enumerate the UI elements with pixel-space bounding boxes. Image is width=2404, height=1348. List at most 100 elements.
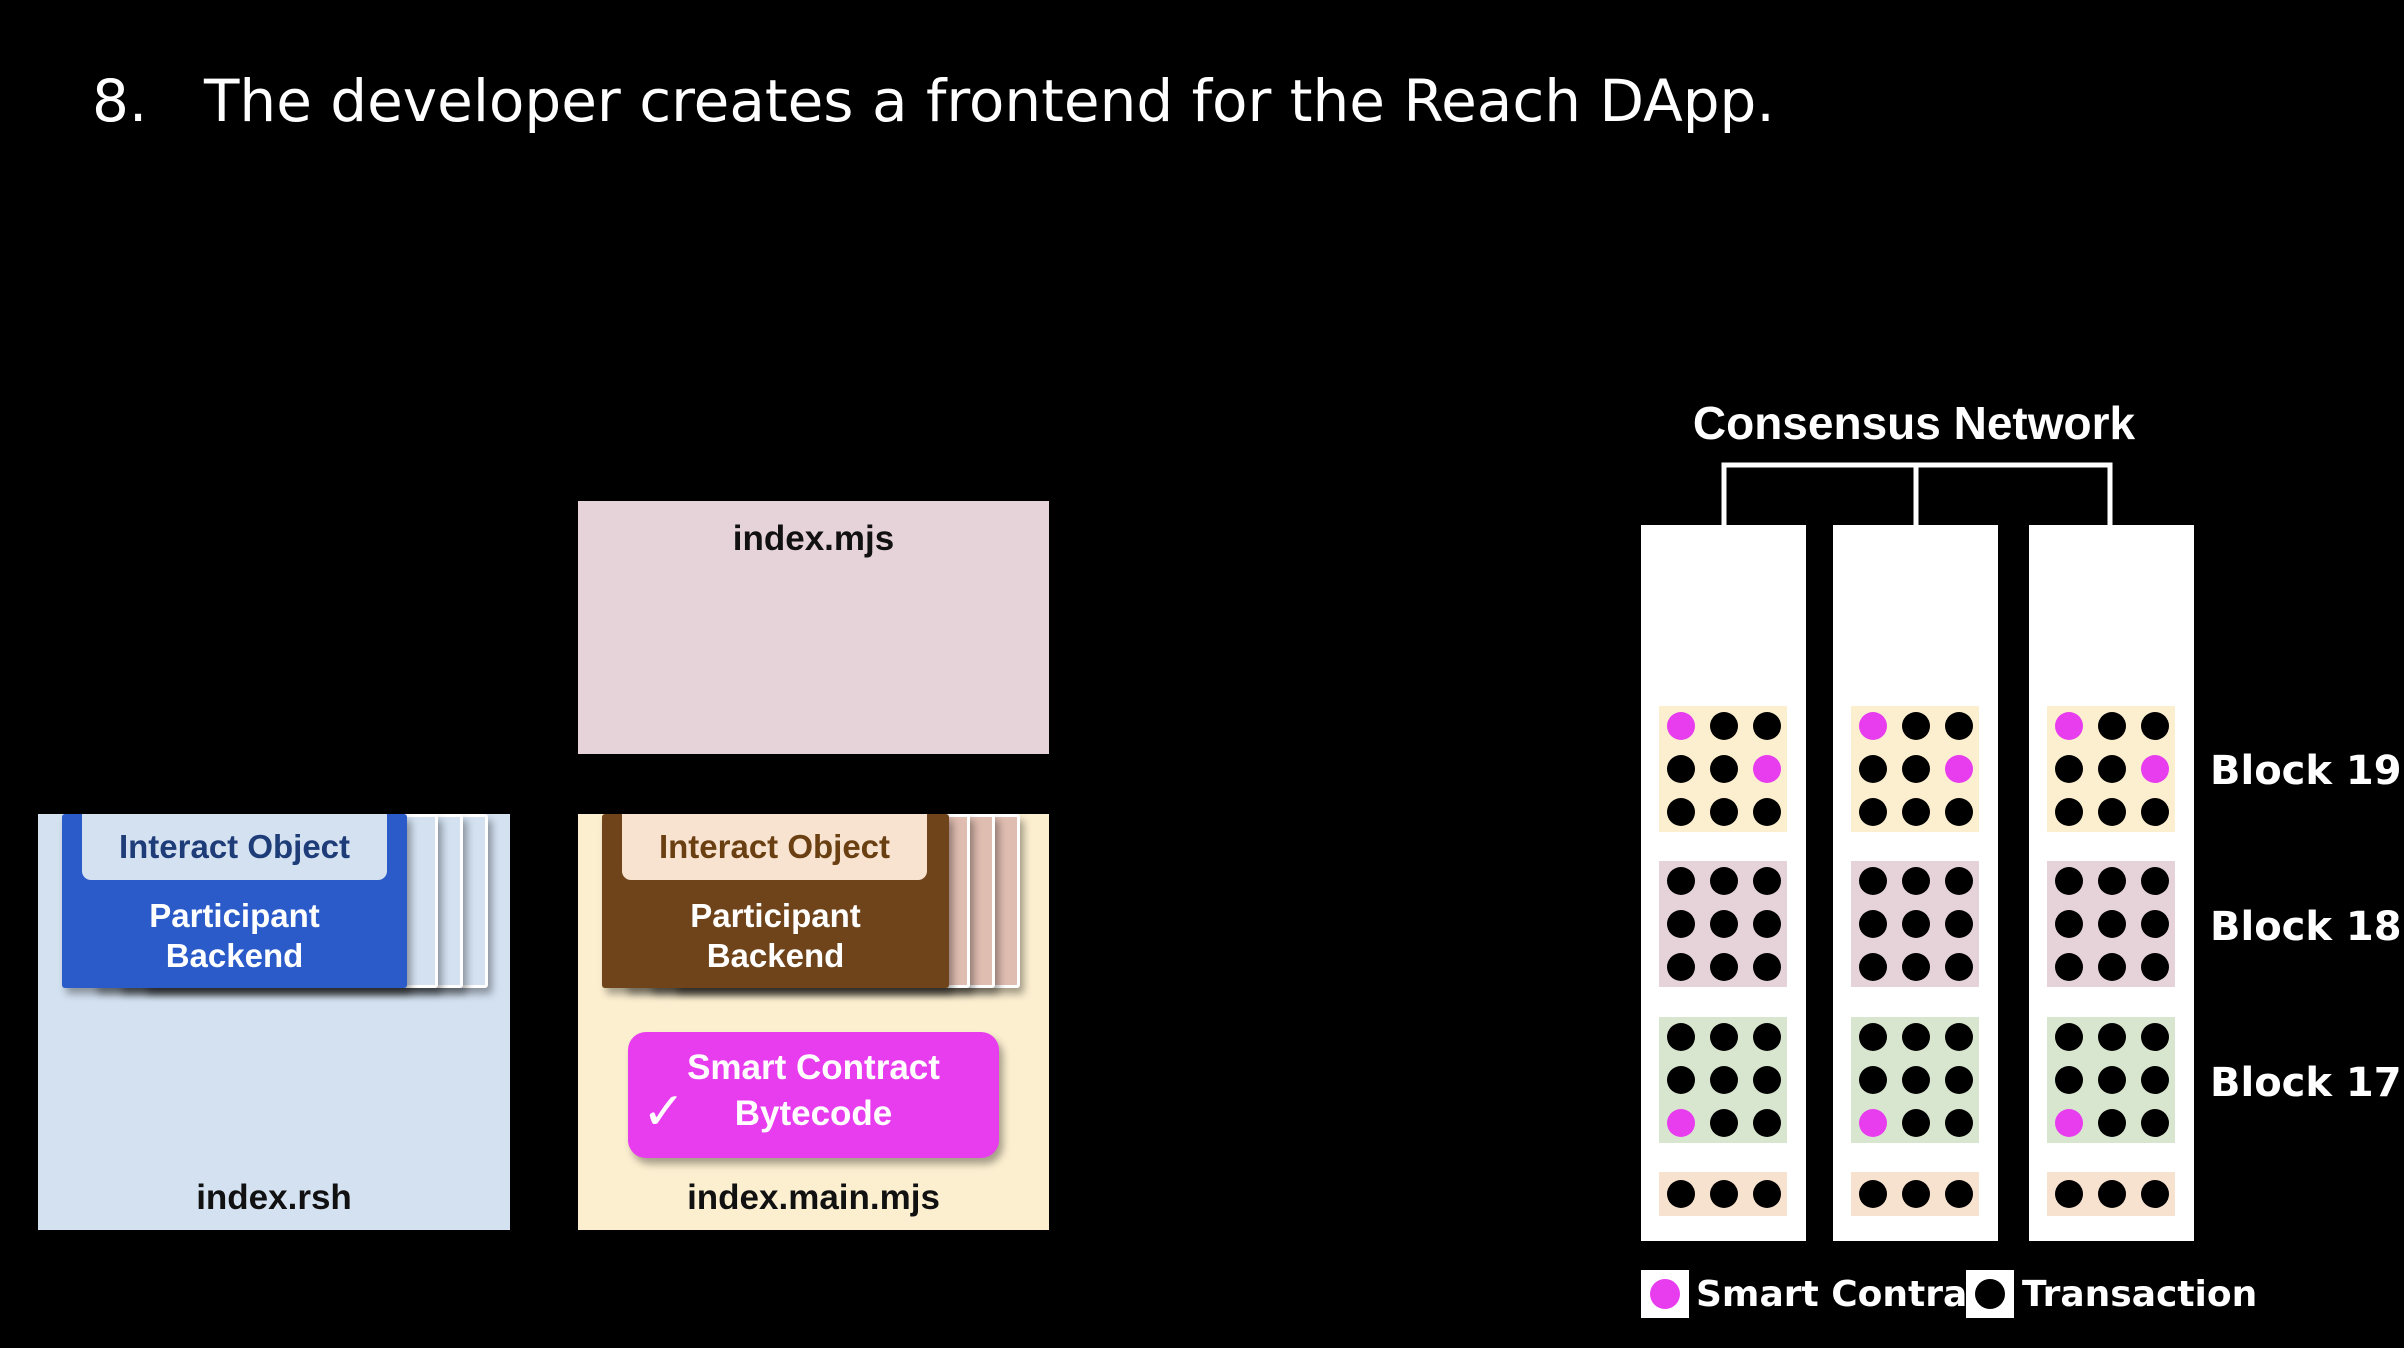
network-connector (1721, 462, 2113, 527)
participant-backend-line1-main: Participant (690, 897, 861, 934)
transaction-dot (2055, 867, 2083, 895)
slide-title: 8.The developer creates a frontend for t… (92, 72, 1775, 130)
transaction-dot (2098, 712, 2126, 740)
transaction-dot (1859, 798, 1887, 826)
transaction-dot (1945, 867, 1973, 895)
smart-contract-dot (1753, 755, 1781, 783)
transaction-dot (1902, 712, 1930, 740)
smart-contract-dot (1667, 1109, 1695, 1137)
smart-contract-dot (1859, 1109, 1887, 1137)
transaction-dot (1945, 798, 1973, 826)
interact-object-tab-rsh: Interact Object (82, 814, 387, 880)
legend-transaction-swatch (1966, 1270, 2014, 1318)
transaction-dot (2055, 1066, 2083, 1094)
transaction-dot (2098, 953, 2126, 981)
transaction-dot (1859, 1066, 1887, 1094)
smart-contract-dot (1945, 755, 1973, 783)
transaction-dot (1945, 910, 1973, 938)
transaction-dot (2055, 1180, 2083, 1208)
file-index-mjs: index.mjs (578, 501, 1049, 754)
transaction-dot (1753, 712, 1781, 740)
block-label-block-17: Block 17 (2210, 1060, 2402, 1106)
transaction-dot (1667, 798, 1695, 826)
file-label-index-rsh: index.rsh (196, 1178, 352, 1217)
smart-contract-dot (1859, 712, 1887, 740)
transaction-dot (1902, 953, 1930, 981)
transaction-dot (2141, 798, 2169, 826)
smart-contract-bytecode: Smart Contract Bytecode ✓ (628, 1032, 999, 1158)
transaction-dot (1902, 910, 1930, 938)
step-number: 8. (92, 67, 148, 135)
transaction-dot (1859, 867, 1887, 895)
transaction-dot (1667, 867, 1695, 895)
transaction-dot (1667, 1066, 1695, 1094)
transaction-dot (1753, 867, 1781, 895)
transaction-dot (2098, 1066, 2126, 1094)
file-label-index-main-mjs: index.main.mjs (687, 1178, 940, 1217)
transaction-dot (1667, 953, 1695, 981)
smart-contract-dot-icon (1650, 1279, 1680, 1309)
transaction-dot (2141, 1109, 2169, 1137)
check-icon: ✓ (642, 1082, 686, 1142)
transaction-dot (1902, 1109, 1930, 1137)
participant-backend-line1-rsh: Participant (149, 897, 320, 934)
transaction-dot (1945, 712, 1973, 740)
transaction-dot (1753, 953, 1781, 981)
transaction-dot (1902, 867, 1930, 895)
transaction-dot (2141, 1180, 2169, 1208)
smart-contract-dot (2055, 1109, 2083, 1137)
transaction-dot (1710, 1180, 1738, 1208)
transaction-dot (1902, 1023, 1930, 1051)
transaction-dot (1710, 910, 1738, 938)
transaction-dot-icon (1975, 1279, 2005, 1309)
transaction-dot (1710, 712, 1738, 740)
transaction-dot (2055, 798, 2083, 826)
transaction-dot (2055, 1023, 2083, 1051)
transaction-dot (1945, 1023, 1973, 1051)
transaction-dot (1710, 1023, 1738, 1051)
transaction-dot (1753, 1109, 1781, 1137)
transaction-dot (1945, 953, 1973, 981)
transaction-dot (1710, 1109, 1738, 1137)
smart-contract-line1: Smart Contract (687, 1048, 940, 1087)
participant-backend-line2-rsh: Backend (165, 937, 304, 974)
transaction-dot (1710, 755, 1738, 783)
transaction-dot (2055, 910, 2083, 938)
transaction-dot (1753, 798, 1781, 826)
transaction-dot (2098, 798, 2126, 826)
transaction-dot (2141, 1023, 2169, 1051)
transaction-dot (1859, 755, 1887, 783)
transaction-dot (2055, 953, 2083, 981)
transaction-dot (1667, 910, 1695, 938)
transaction-dot (1859, 1023, 1887, 1051)
transaction-dot (2141, 910, 2169, 938)
block-label-block-19: Block 19 (2210, 748, 2402, 794)
transaction-dot (1710, 1066, 1738, 1094)
legend-smart-contract-swatch (1641, 1270, 1689, 1318)
participant-backend-line2-main: Backend (706, 937, 845, 974)
transaction-dot (2098, 910, 2126, 938)
transaction-dot (2098, 867, 2126, 895)
file-index-rsh: Interact Object Participant Backend inde… (38, 814, 510, 1230)
transaction-dot (1710, 867, 1738, 895)
transaction-dot (1710, 953, 1738, 981)
interact-object-tab-main: Interact Object (622, 814, 927, 880)
transaction-dot (1902, 1180, 1930, 1208)
block-label-block-18: Block 18 (2210, 904, 2402, 950)
smart-contract-dot (2055, 712, 2083, 740)
transaction-dot (2141, 953, 2169, 981)
legend-smart-contract-label: Smart Contract (1696, 1274, 2006, 1315)
transaction-dot (2141, 1066, 2169, 1094)
transaction-dot (1753, 910, 1781, 938)
transaction-dot (2098, 1109, 2126, 1137)
transaction-dot (1902, 798, 1930, 826)
transaction-dot (1710, 798, 1738, 826)
transaction-dot (1859, 910, 1887, 938)
transaction-dot (1667, 1180, 1695, 1208)
step-title: The developer creates a frontend for the… (204, 67, 1775, 135)
transaction-dot (1902, 1066, 1930, 1094)
transaction-dot (2141, 712, 2169, 740)
transaction-dot (1753, 1180, 1781, 1208)
transaction-dot (2098, 1023, 2126, 1051)
transaction-dot (1667, 1023, 1695, 1051)
